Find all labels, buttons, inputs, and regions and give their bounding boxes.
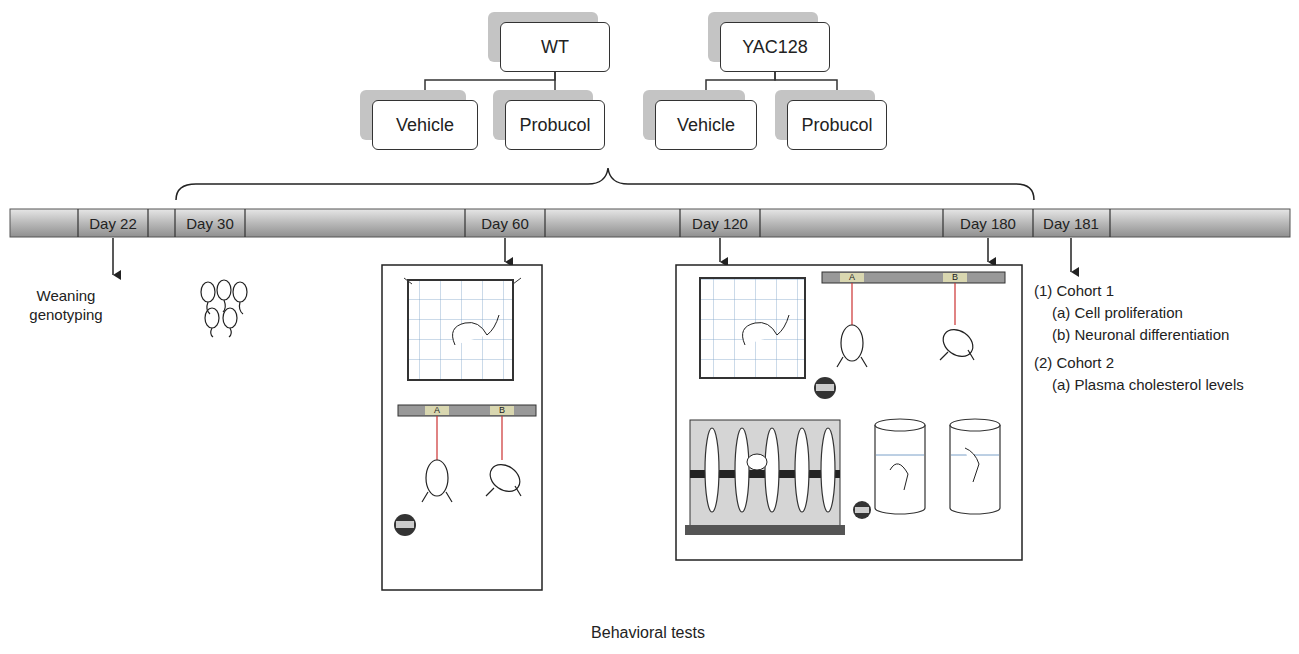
box-text: Probucol [801, 115, 872, 136]
treatment-box: Vehicle [372, 100, 478, 150]
apparatus-letter: A [434, 405, 440, 416]
timepoint-label: Day 60 [481, 214, 529, 233]
annotation-text: Behavioral tests [591, 623, 705, 642]
box-text: Vehicle [677, 115, 735, 136]
timepoint-label: Day 180 [960, 214, 1016, 233]
annotation-text: (2) Cohort 2 [1034, 353, 1114, 372]
timepoint-label: Day 181 [1043, 214, 1099, 233]
tree-connector [554, 72, 556, 100]
genotype-box: YAC128 [720, 22, 830, 72]
timepoint-label: Day 30 [186, 214, 234, 233]
timepoint-label: Day 22 [89, 214, 137, 233]
annotation-text: Weaning genotyping [18, 286, 114, 324]
treatment-box: Probucol [787, 100, 887, 150]
timepoint-label: Day 120 [692, 214, 748, 233]
box-text: Vehicle [396, 115, 454, 136]
tree-connector [425, 72, 555, 100]
box-text: Probucol [519, 115, 590, 136]
apparatus-letter: B [952, 272, 958, 283]
tree-connector [775, 72, 837, 100]
tree-connector [706, 72, 775, 100]
box-text: WT [541, 37, 569, 58]
annotation-text: (b) Neuronal differentiation [1052, 325, 1229, 344]
annotation-text: (1) Cohort 1 [1034, 281, 1114, 300]
apparatus-letter: B [499, 405, 505, 416]
genotype-box: WT [500, 22, 610, 72]
treatment-box: Probucol [505, 100, 605, 150]
apparatus-letter: A [849, 272, 855, 283]
treatment-box: Vehicle [655, 100, 757, 150]
box-text: YAC128 [742, 37, 808, 58]
annotation-text: (a) Plasma cholesterol levels [1052, 375, 1244, 394]
annotation-text: (a) Cell proliferation [1052, 303, 1183, 322]
